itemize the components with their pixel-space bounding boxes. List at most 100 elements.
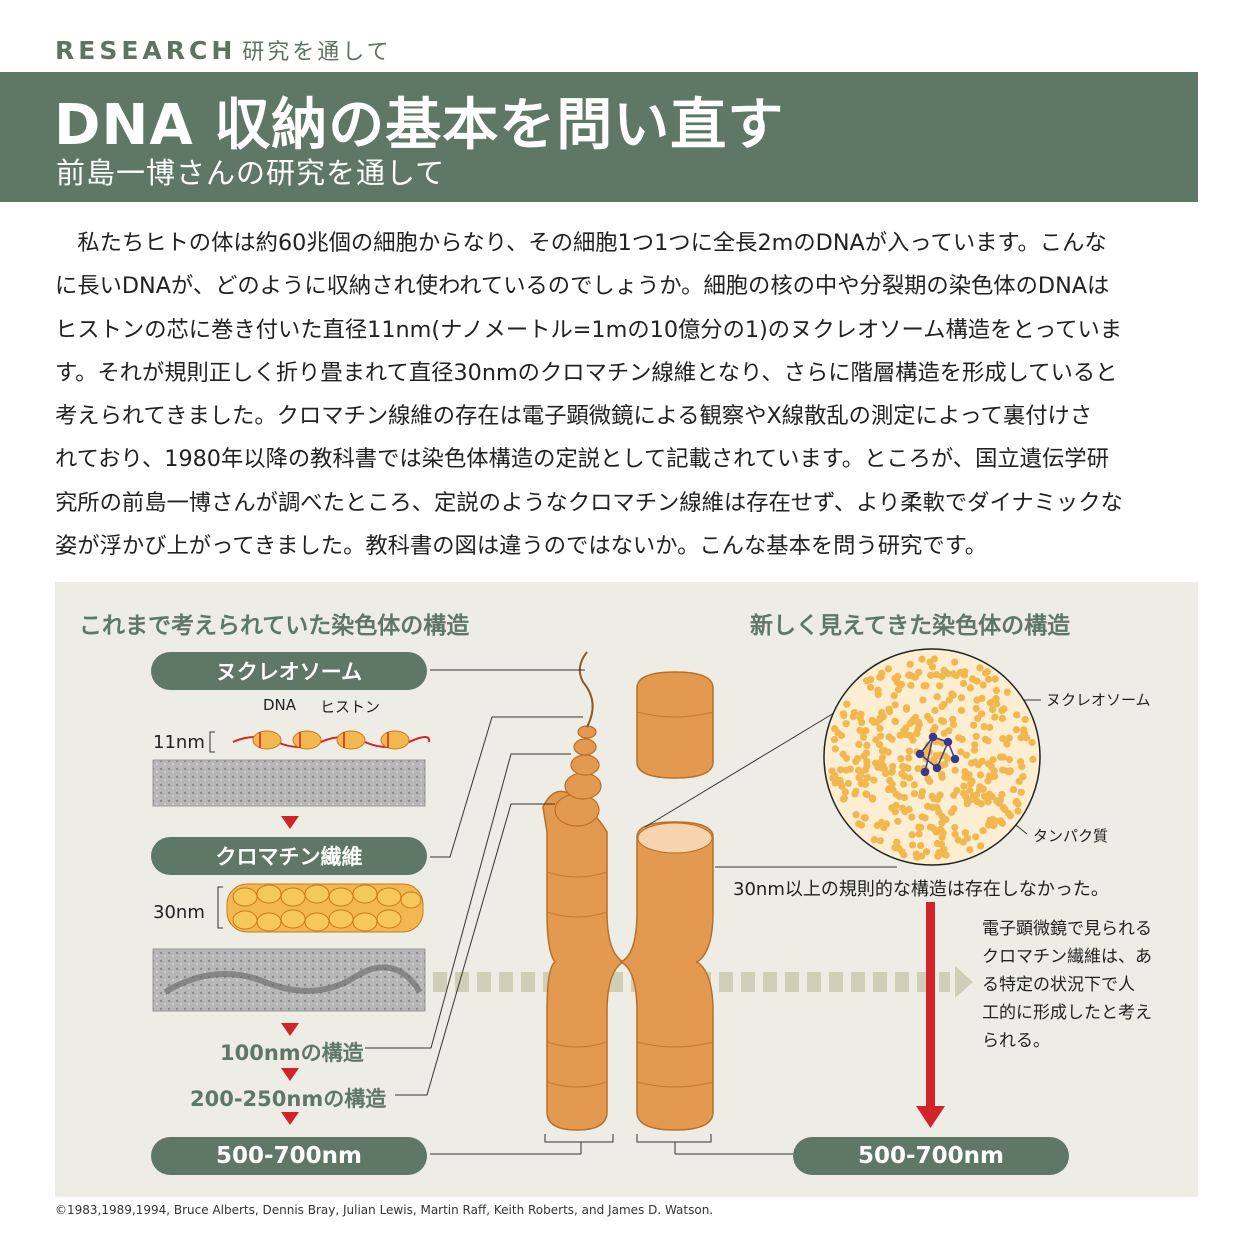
nucleosome-dot bbox=[892, 790, 900, 798]
nucleosome-dot bbox=[945, 696, 953, 704]
nucleosome-dot bbox=[952, 672, 960, 680]
nucleosome-dot bbox=[949, 721, 958, 729]
nucleosome-dot bbox=[970, 721, 978, 729]
nucleosome-dot bbox=[1005, 755, 1014, 764]
nucleosome-dot bbox=[894, 686, 903, 694]
nucleosome-dot bbox=[877, 758, 885, 766]
nucleosome-dot bbox=[905, 805, 913, 813]
nucleosome-dot bbox=[938, 812, 946, 821]
note-line: られる。 bbox=[982, 1031, 1050, 1051]
nucleosome-dot bbox=[984, 821, 993, 829]
structure-200nm: 200-250nmの構造 bbox=[190, 1087, 387, 1111]
nucleosome-dot bbox=[1019, 773, 1027, 781]
nucleosome-dot bbox=[951, 823, 959, 832]
nucleosome-dot bbox=[891, 675, 899, 683]
nucleosome-dot bbox=[933, 839, 942, 848]
nucleosome-dot bbox=[888, 735, 896, 743]
nucleosome-dot bbox=[846, 765, 854, 773]
note-text: 電子顕微鏡で見られる クロマチン繊維は、あ る特定の状況下で人 工的に形成したと… bbox=[982, 915, 1187, 1055]
nucleosome-dot bbox=[947, 808, 956, 816]
nucleosome-dot bbox=[842, 720, 850, 728]
nucleosome-dot bbox=[839, 710, 847, 718]
nucleosome-dot bbox=[936, 791, 944, 799]
nucleosome-dot bbox=[1003, 740, 1011, 748]
nucleosome-dot bbox=[890, 692, 898, 700]
note-line: クロマチン繊維は、あ bbox=[982, 947, 1152, 967]
nucleosome-dot bbox=[904, 764, 912, 772]
nucleosome-dot bbox=[1017, 734, 1025, 742]
nucleosome-dot bbox=[884, 748, 892, 756]
nucleosome-dot bbox=[900, 727, 908, 735]
nucleosome-dot bbox=[898, 804, 907, 812]
nucleosome-dot bbox=[1005, 734, 1013, 742]
nucleosome-dot bbox=[852, 811, 860, 819]
nucleosome-dot bbox=[910, 781, 918, 789]
nucleosome-dot bbox=[877, 732, 885, 740]
nucleosome-dot bbox=[1003, 688, 1011, 696]
nucleosome-dot bbox=[962, 751, 971, 759]
nucleosome-dot bbox=[917, 842, 925, 850]
micrograph-nucleosome bbox=[152, 759, 426, 807]
body-line: 姿が浮かび上がってきました。教科書の図は違うのではないか。こんな基本を問う研究で… bbox=[55, 533, 988, 560]
nucleosome-dot bbox=[928, 792, 936, 800]
nucleosome-dot bbox=[891, 701, 899, 709]
nucleosome-dot bbox=[862, 749, 871, 757]
nucleosome-dot bbox=[867, 675, 875, 684]
nucleosome-dot bbox=[957, 748, 965, 756]
note-line: 工的に形成したと考え bbox=[982, 1003, 1152, 1023]
nucleosome-pill: ヌクレオソーム bbox=[151, 652, 427, 690]
nucleosome-dot bbox=[876, 673, 884, 681]
chromatin-fiber bbox=[217, 883, 424, 933]
nucleosome-dot bbox=[998, 790, 1006, 799]
right-size-pill: 500-700nm bbox=[793, 1137, 1069, 1175]
nucleosome-dot bbox=[876, 724, 884, 732]
nucleosome-dot bbox=[857, 779, 865, 788]
nucleosome-dot bbox=[836, 766, 845, 774]
nucleosome-dot bbox=[867, 683, 875, 691]
nucleosome-dot bbox=[973, 677, 981, 685]
nucleosome-dot bbox=[1000, 705, 1008, 713]
circle-protein-label: タンパク質 bbox=[1033, 827, 1109, 845]
nucleosome-dot bbox=[999, 735, 1007, 743]
nucleosome-dot bbox=[957, 706, 966, 714]
nucleosome-dot bbox=[891, 717, 899, 725]
nucleosome-dot bbox=[991, 675, 999, 683]
nucleosome-dot bbox=[1021, 715, 1029, 724]
nucleosome-dot bbox=[972, 833, 980, 841]
nucleosome-dot bbox=[1017, 788, 1025, 796]
nucleosome-dot bbox=[844, 779, 853, 787]
nucleosome-dot bbox=[958, 735, 966, 743]
nucleosome-dot bbox=[924, 775, 932, 783]
nucleosome-dot bbox=[951, 830, 959, 838]
nucleosome-dot bbox=[985, 675, 993, 683]
nucleosome-dot bbox=[950, 791, 958, 799]
nucleosome-dot bbox=[894, 817, 902, 825]
nucleosome-dot bbox=[863, 790, 871, 799]
nucleosome-dot bbox=[839, 750, 847, 758]
dashed-arrow bbox=[433, 966, 973, 998]
nucleosome-dot bbox=[977, 842, 985, 850]
nucleosome-dot bbox=[915, 830, 923, 838]
nucleosome-dot bbox=[840, 795, 848, 803]
nucleosome-dot bbox=[893, 838, 901, 846]
nucleosome-dot bbox=[1013, 711, 1021, 719]
body-line: 考えられてきました。クロマチン線維の存在は電子顕微鏡による観察やX線散乱の測定に… bbox=[55, 403, 1093, 430]
nucleosome-dot bbox=[959, 679, 968, 688]
nucleosome-dot bbox=[1009, 786, 1018, 794]
body-line: れており、1980年以降の教科書では染色体構造の定説として記載されています。とこ… bbox=[55, 446, 1109, 473]
nucleosome-dot bbox=[972, 704, 980, 712]
nucleosome-dot bbox=[891, 844, 899, 852]
nucleosome-dot bbox=[874, 763, 882, 771]
nucleosome-dot bbox=[908, 813, 916, 821]
nucleosome-dot bbox=[828, 767, 836, 775]
nucleosome-dot bbox=[870, 776, 878, 784]
body-line: に長いDNAが、どのように収納され使われているのでしょうか。細胞の核の中や分裂期… bbox=[55, 273, 1110, 300]
nucleosome-dot bbox=[876, 837, 885, 845]
nucleosome-dot bbox=[885, 705, 893, 713]
nucleosome-dot bbox=[981, 735, 990, 743]
nucleosome-dot bbox=[970, 746, 979, 754]
nucleosome-dot bbox=[863, 758, 871, 766]
nucleosome-dot bbox=[966, 786, 974, 794]
title-banner: DNA 収納の基本を問い直す 前島一博さんの研究を通して bbox=[0, 72, 1198, 202]
